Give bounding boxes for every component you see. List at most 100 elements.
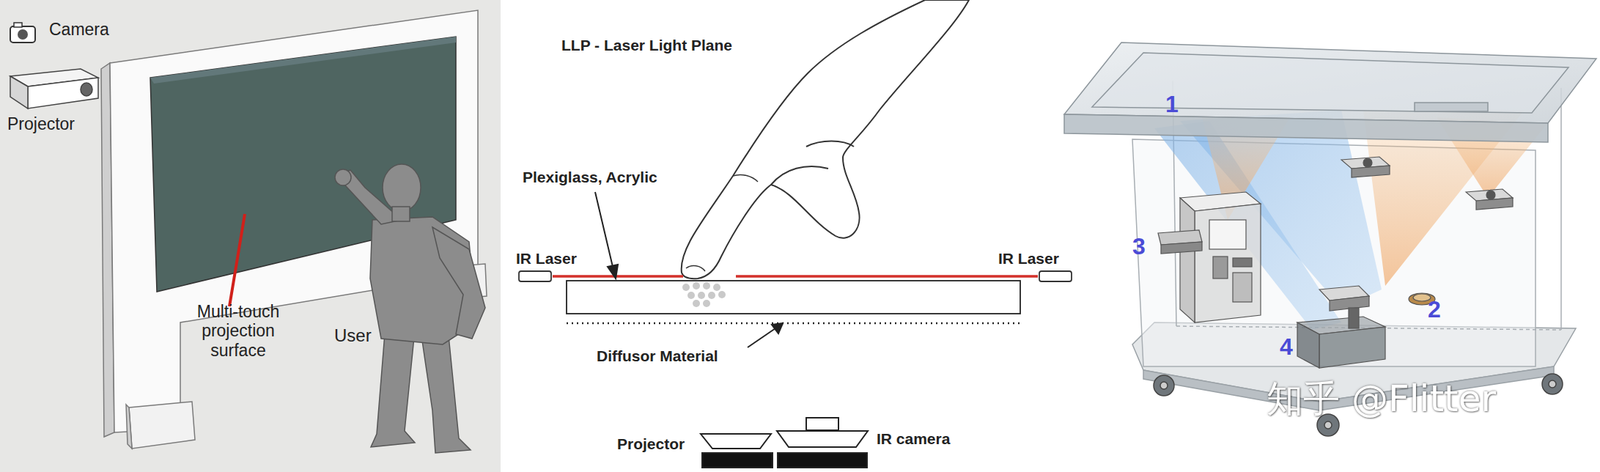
pointer-arrow bbox=[595, 192, 783, 348]
part-label: User bbox=[334, 325, 372, 346]
scattered-light bbox=[697, 291, 706, 300]
part-label: Plexiglass, Acrylic bbox=[522, 168, 658, 187]
tabletop bbox=[1092, 52, 1569, 113]
ir-laser-symbol bbox=[518, 271, 552, 282]
camera-icon bbox=[13, 22, 22, 28]
projector-unit bbox=[1213, 256, 1228, 279]
scattered-light bbox=[708, 291, 716, 300]
ir-laser-symbol bbox=[1039, 271, 1072, 282]
projector-unit bbox=[1194, 203, 1261, 323]
hand-sketch bbox=[771, 166, 829, 185]
pointer-arrow bbox=[595, 192, 613, 267]
projector-symbol bbox=[700, 433, 773, 468]
projector-icon bbox=[27, 77, 99, 109]
ir-camera-symbol bbox=[776, 430, 868, 448]
tabletop bbox=[1414, 102, 1488, 112]
scattered-light bbox=[718, 290, 726, 299]
user-figure bbox=[421, 335, 471, 453]
scattered-light bbox=[702, 282, 711, 290]
wheel bbox=[1160, 381, 1168, 390]
leader-line bbox=[229, 214, 245, 307]
ir-camera-symbol bbox=[806, 417, 839, 431]
projector-unit bbox=[1180, 197, 1195, 323]
pointer-arrow bbox=[607, 264, 618, 279]
user-figure bbox=[334, 164, 486, 453]
part-label: Diffusor Material bbox=[596, 347, 719, 366]
diffusor-layer bbox=[566, 323, 1021, 324]
ir-camera-symbol bbox=[777, 452, 868, 468]
base-box bbox=[1319, 326, 1386, 368]
base-box bbox=[1297, 307, 1386, 368]
wheel bbox=[1153, 375, 1175, 396]
scattered-light bbox=[702, 299, 711, 308]
callout-number: 3 bbox=[1132, 233, 1146, 261]
projector-symbol bbox=[702, 452, 773, 468]
display-frame bbox=[126, 404, 132, 449]
ir-camera-symbol bbox=[776, 417, 868, 468]
part-label: Projector bbox=[617, 435, 685, 453]
scattered-light bbox=[682, 283, 690, 291]
wheel bbox=[1153, 373, 1563, 437]
callout-number: 1 bbox=[1165, 90, 1179, 119]
user-figure bbox=[392, 206, 410, 222]
camera-unit bbox=[1486, 190, 1496, 200]
plexiglass-slab bbox=[566, 280, 1021, 314]
panel-title: LLP - Laser Light Plane bbox=[561, 36, 733, 55]
user-figure bbox=[334, 169, 352, 186]
pointer-arrow bbox=[747, 328, 776, 348]
part-label: Multi-touch projection surface bbox=[183, 301, 294, 360]
tabletop bbox=[1064, 114, 1548, 143]
callout-number: 2 bbox=[1427, 296, 1441, 324]
scattered-light bbox=[692, 299, 700, 308]
light-beam bbox=[1154, 109, 1547, 330]
plexiglass-slab bbox=[566, 280, 1021, 314]
panel-background bbox=[0, 0, 501, 472]
projector-icon bbox=[80, 82, 93, 97]
laser-plane bbox=[735, 274, 1038, 278]
cabinet-body bbox=[1560, 87, 1562, 330]
projector-symbol bbox=[700, 433, 772, 449]
part-label: IR Laser bbox=[998, 249, 1060, 268]
part-label: IR Laser bbox=[515, 249, 577, 268]
watermark: 知乎 @Flitter bbox=[1266, 378, 1496, 421]
projector-unit bbox=[1160, 241, 1203, 254]
scattered-light bbox=[687, 291, 695, 300]
display-frame bbox=[109, 10, 478, 433]
base-box bbox=[1348, 307, 1359, 329]
ir-laser-symbol bbox=[518, 271, 1072, 282]
camera-icon bbox=[10, 22, 36, 43]
part-label: Camera bbox=[49, 19, 110, 39]
tabletop bbox=[1064, 42, 1597, 124]
user-figure bbox=[370, 333, 415, 448]
camera-unit bbox=[1363, 158, 1373, 168]
wheel bbox=[1324, 421, 1332, 429]
scattered-light bbox=[692, 282, 700, 290]
tabletop bbox=[1064, 42, 1597, 143]
scattered-light bbox=[713, 283, 721, 291]
camera-unit bbox=[1319, 156, 1513, 311]
laser-plane bbox=[552, 274, 1038, 278]
hand-sketch bbox=[686, 266, 706, 272]
camera-icon bbox=[17, 29, 28, 40]
projector-unit bbox=[1209, 219, 1246, 250]
callout-number: 4 bbox=[1279, 333, 1293, 361]
wheel bbox=[1548, 380, 1557, 388]
camera-unit bbox=[1351, 165, 1390, 178]
part-label: IR camera bbox=[876, 430, 950, 448]
diffusor-layer bbox=[566, 322, 1021, 325]
camera-unit bbox=[1476, 197, 1513, 210]
part-label: Projector bbox=[7, 114, 75, 134]
display-frame bbox=[128, 401, 195, 449]
projector-icon bbox=[10, 68, 99, 109]
user-figure bbox=[382, 164, 421, 212]
projector-unit bbox=[1232, 272, 1252, 302]
leader-line bbox=[229, 214, 245, 307]
projector-unit bbox=[1158, 192, 1261, 323]
user-figure bbox=[432, 227, 486, 339]
camera-icon bbox=[10, 26, 36, 43]
display-frame bbox=[150, 36, 456, 84]
wheel bbox=[1542, 373, 1563, 395]
base-box bbox=[1297, 322, 1320, 368]
projector-unit bbox=[1232, 257, 1252, 267]
